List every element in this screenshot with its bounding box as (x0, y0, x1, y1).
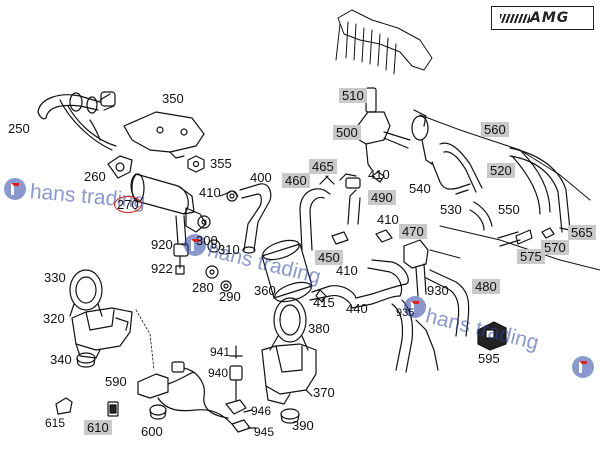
callout-590: 590 (105, 374, 127, 389)
callout-920: 920 (151, 237, 173, 252)
small-fittings (219, 171, 385, 303)
callout-300: 300 (196, 233, 218, 248)
callout-260: 260 (84, 169, 106, 184)
callout-360: 360 (254, 283, 276, 298)
callout-250: 250 (8, 121, 30, 136)
watermark-logo-icon (4, 178, 26, 200)
valve-465 (319, 175, 361, 189)
hose-520-550 (431, 142, 493, 231)
callout-510: 510 (339, 88, 367, 103)
callout-415: 415 (313, 295, 335, 310)
callout-280: 280 (192, 280, 214, 295)
grommet-390 (280, 408, 300, 424)
callout-575: 575 (517, 249, 545, 264)
callout-290: 290 (219, 289, 241, 304)
callout-340: 340 (50, 352, 72, 367)
cover-330 (69, 269, 103, 317)
watermark-logo-icon (404, 296, 426, 318)
callout-330: 330 (44, 270, 66, 285)
callout-355: 355 (210, 156, 232, 171)
clamp-260 (107, 155, 133, 179)
valve-470 (375, 229, 429, 297)
amg-logo-stripes (500, 14, 530, 23)
callout-390: 390 (292, 418, 314, 433)
bracket-350 (123, 111, 205, 159)
callout-500: 500 (333, 125, 361, 140)
hose-400 (239, 183, 272, 254)
callout-490: 490 (368, 190, 396, 205)
callout-945: 945 (254, 425, 275, 439)
callout-480: 480 (472, 279, 500, 294)
nut-355 (187, 155, 205, 173)
callout-400: 400 (250, 170, 272, 185)
callout-350: 350 (162, 91, 184, 106)
amg-logo-text: AMG (530, 10, 570, 26)
callout-540: 540 (409, 181, 431, 196)
callout-410-c: 410 (377, 212, 399, 227)
clip-615 (55, 397, 73, 415)
wiring-harness (137, 345, 257, 433)
callout-520: 520 (487, 163, 515, 178)
check-valve-500 (355, 87, 433, 171)
callout-270: 270 (114, 196, 142, 213)
grommet-340 (76, 352, 96, 368)
callout-550: 550 (498, 202, 520, 217)
grommet-600 (149, 404, 167, 420)
callout-440: 440 (346, 301, 368, 316)
watermark-logo-icon (572, 356, 594, 378)
callout-310: 310 (218, 242, 240, 257)
callout-930: 930 (427, 283, 449, 298)
callout-610: 610 (84, 420, 112, 435)
callout-600: 600 (141, 424, 163, 439)
hose-460-490 (299, 173, 361, 251)
bracket-320 (71, 307, 133, 359)
bracket-370 (261, 343, 317, 405)
hose-560 (509, 147, 571, 233)
callout-410-d: 410 (336, 263, 358, 278)
callout-570: 570 (541, 240, 569, 255)
callout-450: 450 (315, 250, 343, 265)
callout-946: 946 (251, 404, 272, 418)
hose-440 (309, 259, 409, 309)
callout-940: 940 (208, 366, 229, 380)
callout-370: 370 (313, 385, 335, 400)
sensor-595 (477, 321, 507, 351)
hose-250 (37, 91, 117, 151)
callout-935: 935 (396, 307, 415, 319)
callout-410-a: 410 (199, 185, 221, 200)
callout-595: 595 (478, 351, 500, 366)
amg-logo: AMG (491, 6, 594, 30)
cover-380 (269, 297, 309, 351)
watermark-logo-icon (184, 234, 206, 256)
callout-410-b: 410 (368, 167, 390, 182)
callout-560: 560 (481, 122, 509, 137)
callout-530: 530 (440, 202, 462, 217)
washers (197, 190, 238, 292)
callout-380: 380 (308, 321, 330, 336)
callout-460: 460 (282, 173, 310, 188)
fittings-570 (497, 227, 571, 247)
callout-565: 565 (568, 225, 596, 240)
callout-615: 615 (45, 416, 66, 430)
callout-470: 470 (399, 224, 427, 239)
callout-465: 465 (309, 159, 337, 174)
callout-320: 320 (43, 311, 65, 326)
callout-922: 922 (151, 261, 173, 276)
callout-941: 941 (210, 345, 231, 359)
connector-610 (107, 401, 119, 417)
